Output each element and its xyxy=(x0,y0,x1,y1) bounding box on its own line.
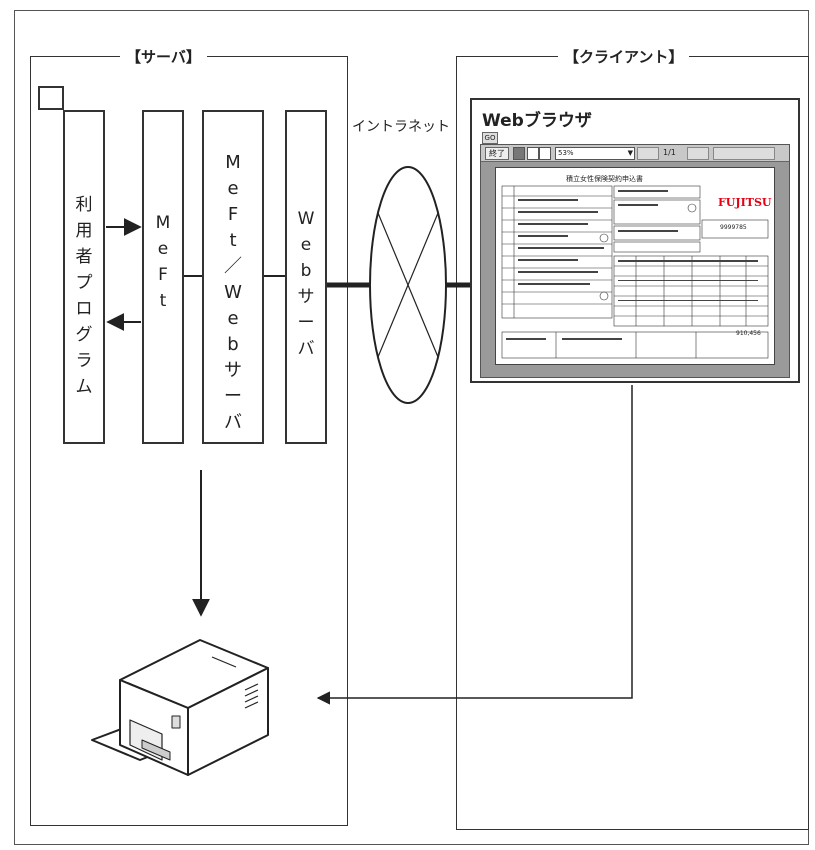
meft-box: M e F t xyxy=(142,110,184,444)
client-print-path xyxy=(316,385,633,705)
viewer-frame: 終了 53% ▼ 1/1 積立女性保険契約申込書 FUJITSU 9999785… xyxy=(480,144,790,378)
meft-web-server-label: M e F t ／ W e b サ ー バ xyxy=(224,152,242,433)
printer-icon xyxy=(91,639,269,776)
form-grid xyxy=(501,185,769,359)
page-icon[interactable] xyxy=(527,147,539,160)
meft-web-server-box: M e F t ／ W e b サ ー バ xyxy=(202,110,264,444)
print-icon[interactable] xyxy=(513,147,525,160)
exit-button[interactable]: 終了 xyxy=(485,147,509,160)
document-page: 積立女性保険契約申込書 FUJITSU 9999785 910,456 xyxy=(495,167,775,365)
form-title: 積立女性保険契約申込書 xyxy=(566,175,643,183)
small-square xyxy=(38,86,64,110)
meft-label: M e F t xyxy=(155,213,171,311)
zoom-select[interactable]: 53% ▼ xyxy=(555,147,635,160)
go-button[interactable]: GO xyxy=(482,132,498,144)
client-title: 【クライアント】 xyxy=(558,46,690,67)
form-number: 9999785 xyxy=(720,224,747,231)
chevron-down-icon: ▼ xyxy=(627,149,633,157)
prev-page-button[interactable] xyxy=(637,147,659,160)
user-program-label: 利 用 者 プ ロ グ ラ ム xyxy=(75,195,93,397)
page-indicator: 1/1 xyxy=(663,148,676,157)
browser-window: Webブラウザ GO 終了 53% ▼ 1/1 積立女性保険契約申込書 FUJI… xyxy=(470,98,800,383)
web-server-label: W e b サ ー バ xyxy=(297,209,315,359)
viewer-toolbar: 終了 53% ▼ 1/1 xyxy=(481,145,789,162)
next-page-button[interactable] xyxy=(687,147,709,160)
page-jump-button[interactable] xyxy=(713,147,775,160)
page-icon-2[interactable] xyxy=(539,147,551,160)
web-server-box: W e b サ ー バ xyxy=(285,110,327,444)
server-title: 【サーバ】 xyxy=(120,46,207,67)
browser-title: Webブラウザ xyxy=(482,111,592,131)
user-program-box: 利 用 者 プ ロ グ ラ ム xyxy=(63,110,105,444)
intranet-label: イントラネット xyxy=(350,116,452,136)
zoom-value: 53% xyxy=(558,149,574,157)
form-total: 910,456 xyxy=(736,330,761,337)
fujitsu-logo: FUJITSU xyxy=(718,196,772,209)
